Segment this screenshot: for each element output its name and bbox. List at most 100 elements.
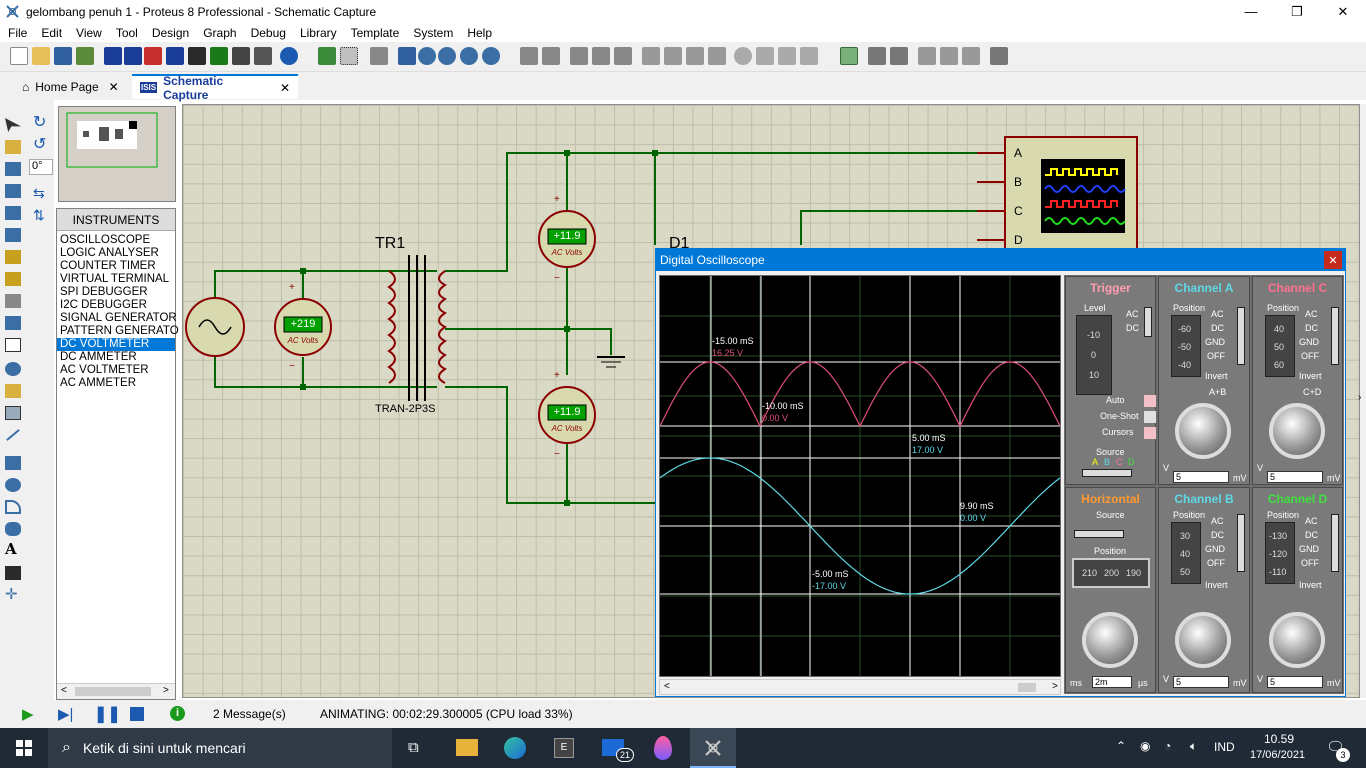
channel-a-mode-switch[interactable] bbox=[1237, 307, 1245, 365]
step-icon[interactable]: ▶| bbox=[58, 706, 74, 723]
instrument-item[interactable]: LOGIC ANALYSER bbox=[60, 247, 159, 259]
instrument-item[interactable]: DC AMMETER bbox=[60, 351, 137, 363]
horizontal-time-knob[interactable] bbox=[1082, 612, 1138, 668]
menu-tool[interactable]: Tool bbox=[115, 25, 138, 40]
network-icon[interactable]: ◔ bbox=[1164, 739, 1172, 753]
origin-icon[interactable] bbox=[370, 47, 388, 65]
ac-source[interactable] bbox=[185, 297, 245, 357]
instrument-item[interactable]: PATTERN GENERATO bbox=[60, 325, 179, 337]
junction-mode-icon[interactable] bbox=[5, 162, 21, 176]
app-icon[interactable]: E bbox=[554, 738, 574, 758]
remove-sheet-icon[interactable] bbox=[940, 47, 958, 65]
horizontal-time-field[interactable]: 2m bbox=[1092, 676, 1132, 688]
mirror-y-icon[interactable]: ⇅ bbox=[33, 207, 45, 223]
scope-scroll-thumb[interactable] bbox=[1018, 683, 1036, 692]
zoom-in-icon[interactable] bbox=[418, 47, 436, 65]
new-sheet-icon[interactable] bbox=[918, 47, 936, 65]
clock-time[interactable]: 10.59 bbox=[1264, 732, 1295, 746]
task-view-icon[interactable]: ⧉ bbox=[408, 739, 419, 756]
terminals-mode-icon[interactable] bbox=[5, 272, 21, 286]
channel-a-volts-field[interactable]: 5 bbox=[1173, 471, 1229, 483]
scope-scroll-right-icon[interactable]: > bbox=[1052, 681, 1058, 692]
pan-icon[interactable] bbox=[398, 47, 416, 65]
channel-b-volts-field[interactable]: 5 bbox=[1173, 676, 1229, 688]
search-tag-icon[interactable] bbox=[868, 47, 886, 65]
horizontal-position-dial[interactable]: 210 200 190 bbox=[1072, 558, 1150, 588]
text-mode-icon[interactable]: A bbox=[5, 540, 17, 558]
play-icon[interactable]: ▶ bbox=[22, 706, 34, 723]
tab-schematic-capture[interactable]: ISIS Schematic Capture ✕ bbox=[132, 74, 298, 102]
taskbar-search-box[interactable]: ⌕ Ketik di sini untuk mencari bbox=[48, 728, 392, 768]
channel-c-position-dial[interactable]: 40 50 60 bbox=[1265, 315, 1295, 377]
cut-icon[interactable] bbox=[570, 47, 588, 65]
instrument-item[interactable]: SIGNAL GENERATOR bbox=[60, 312, 177, 324]
instrument-item[interactable]: AC AMMETER bbox=[60, 377, 137, 389]
scope-scroll-left-icon[interactable]: < bbox=[664, 681, 670, 692]
block-rotate-icon[interactable] bbox=[686, 47, 704, 65]
pick-device-icon[interactable] bbox=[734, 47, 752, 65]
menu-view[interactable]: View bbox=[76, 25, 102, 40]
make-device-icon[interactable] bbox=[756, 47, 774, 65]
refresh-icon[interactable] bbox=[318, 47, 336, 65]
channel-d-volts-field[interactable]: 5 bbox=[1267, 676, 1323, 688]
design-explorer-icon[interactable] bbox=[232, 47, 250, 65]
block-move-icon[interactable] bbox=[664, 47, 682, 65]
volume-icon[interactable]: 🔈︎ bbox=[1190, 739, 1198, 753]
copy-icon[interactable] bbox=[592, 47, 610, 65]
instrument-item-selected[interactable]: DC VOLTMETER bbox=[57, 338, 175, 351]
help-icon[interactable] bbox=[280, 47, 298, 65]
canvas-vscrollbar[interactable]: › bbox=[1358, 104, 1366, 698]
save-icon[interactable] bbox=[54, 47, 72, 65]
zoom-all-icon[interactable] bbox=[460, 47, 478, 65]
scroll-thumb[interactable] bbox=[75, 687, 151, 696]
menu-debug[interactable]: Debug bbox=[250, 25, 286, 40]
channel-a-position-dial[interactable]: -60 -50 -40 bbox=[1171, 315, 1201, 377]
trigger-cursors-button[interactable] bbox=[1144, 427, 1156, 439]
selection-mode-icon[interactable] bbox=[5, 118, 21, 132]
instrument-item[interactable]: OSCILLOSCOPE bbox=[60, 234, 151, 246]
probe-mode-icon[interactable] bbox=[5, 384, 21, 398]
overview-window[interactable] bbox=[58, 106, 176, 202]
channel-d-position-dial[interactable]: -130 -120 -110 bbox=[1265, 522, 1295, 584]
input-language[interactable]: IND bbox=[1214, 740, 1235, 754]
instrument-item[interactable]: VIRTUAL TERMINAL bbox=[60, 273, 170, 285]
info-icon[interactable]: i bbox=[170, 706, 185, 721]
generator-mode-icon[interactable] bbox=[5, 362, 21, 376]
ares-icon[interactable] bbox=[124, 47, 142, 65]
windows-start-icon[interactable] bbox=[16, 740, 32, 756]
arc-mode-icon[interactable] bbox=[5, 500, 21, 514]
undo-icon[interactable] bbox=[520, 47, 538, 65]
mirror-x-icon[interactable]: ⇆ bbox=[33, 185, 45, 201]
channel-b-position-dial[interactable]: 30 40 50 bbox=[1171, 522, 1201, 584]
tab-home-page[interactable]: ⌂ Home Page ✕ bbox=[14, 74, 128, 99]
instruments-mode-icon[interactable] bbox=[5, 406, 21, 420]
trigger-coupling-switch[interactable] bbox=[1144, 307, 1152, 337]
new-file-icon[interactable] bbox=[10, 47, 28, 65]
instruments-hscrollbar[interactable]: < > bbox=[57, 683, 175, 699]
tab-home-close-icon[interactable]: ✕ bbox=[108, 79, 119, 94]
trigger-oneshot-button[interactable] bbox=[1144, 411, 1156, 423]
edge-icon[interactable] bbox=[504, 737, 526, 759]
bom-icon[interactable] bbox=[144, 47, 162, 65]
packaging-icon[interactable] bbox=[778, 47, 796, 65]
rotate-clockwise-icon[interactable]: ↻ bbox=[33, 114, 47, 131]
property-tool-icon[interactable] bbox=[890, 47, 908, 65]
channel-d-mode-switch[interactable] bbox=[1331, 514, 1339, 572]
maximize-button[interactable]: ❐ bbox=[1291, 3, 1303, 19]
voltmeter-2[interactable] bbox=[538, 210, 596, 268]
stop-icon[interactable] bbox=[130, 707, 144, 721]
block-delete-icon[interactable] bbox=[708, 47, 726, 65]
device-pins-mode-icon[interactable] bbox=[5, 294, 21, 308]
trigger-source-slider[interactable] bbox=[1082, 469, 1132, 477]
block-copy-icon[interactable] bbox=[642, 47, 660, 65]
channel-b-volts-knob[interactable] bbox=[1175, 612, 1231, 668]
horizontal-source-slider[interactable] bbox=[1074, 530, 1124, 538]
decompose-icon[interactable] bbox=[800, 47, 818, 65]
tab-schematic-close-icon[interactable]: ✕ bbox=[279, 80, 290, 95]
graph-mode-icon[interactable] bbox=[5, 316, 21, 330]
box-mode-icon[interactable] bbox=[5, 456, 21, 470]
wire-label-mode-icon[interactable] bbox=[5, 184, 21, 198]
rotate-anticlockwise-icon[interactable]: ↺ bbox=[33, 136, 47, 153]
scroll-left-icon[interactable]: < bbox=[61, 685, 67, 696]
path-mode-icon[interactable] bbox=[5, 522, 21, 536]
